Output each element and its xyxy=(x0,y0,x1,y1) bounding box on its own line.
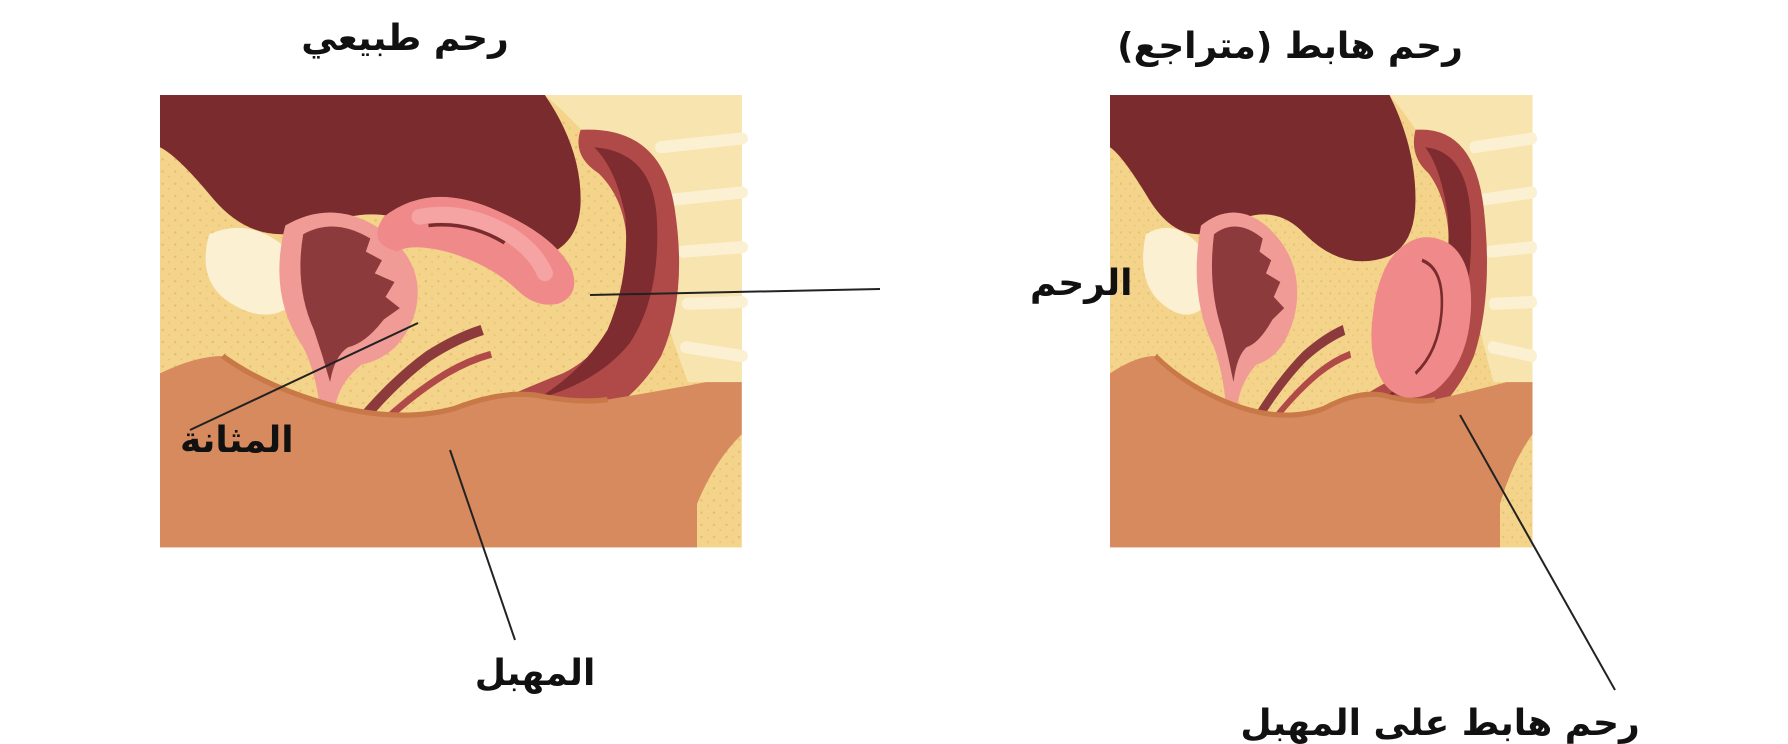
vagina-label: المهبل xyxy=(475,653,596,694)
normal-panel-title: رحم طبيعي xyxy=(301,18,508,59)
bladder-label: المثانة xyxy=(180,420,294,461)
prolapse-leader-line xyxy=(1460,415,1615,690)
uterus-label: الرحم xyxy=(1030,263,1132,304)
normal-uterus-illustration xyxy=(160,95,742,547)
prolapsed-uterus-label: رحم هابط على المهبل xyxy=(1240,703,1639,744)
prolapse-panel-title: رحم هابط (متراجع) xyxy=(1117,26,1463,67)
prolapse-uterus-illustration xyxy=(1110,95,1533,547)
